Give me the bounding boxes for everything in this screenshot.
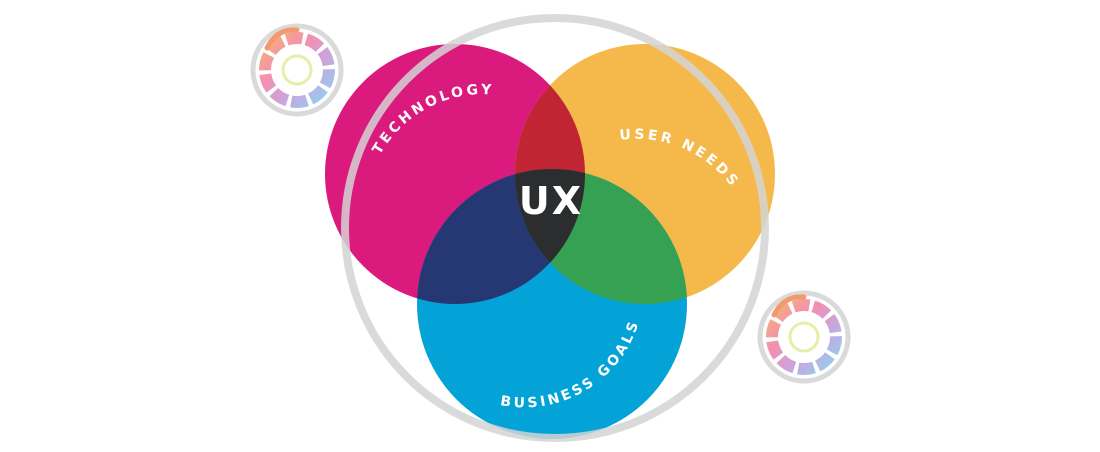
- outer-ring: [341, 14, 769, 442]
- center-label: UX: [519, 179, 583, 223]
- logo-badge-bottom: [757, 290, 851, 384]
- overlap-technology-business-goals: [417, 169, 585, 304]
- logo-badge-top: [250, 23, 344, 117]
- overlap-user-needs-business-goals: [515, 169, 687, 304]
